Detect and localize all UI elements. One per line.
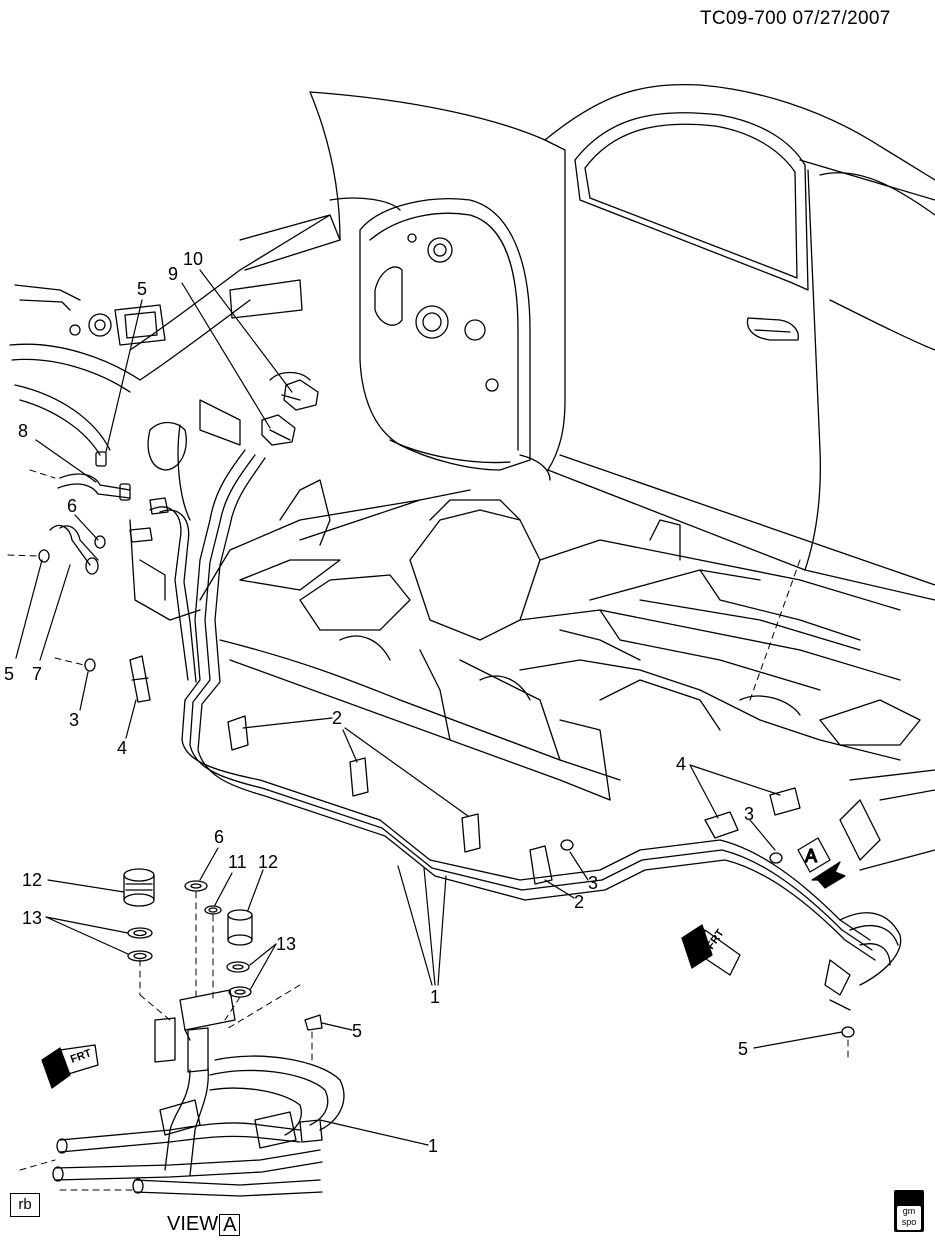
callout-label: 2 [574, 892, 584, 912]
callout-label: 5 [738, 1039, 748, 1059]
view-caption-letter: A [219, 1213, 241, 1236]
callout-label: 5 [352, 1021, 362, 1041]
callout-label: 11 [228, 852, 247, 872]
callout-label: 1 [430, 987, 440, 1007]
logo-line-spo: spo [901, 1217, 917, 1227]
view-a-marker-letter: A [805, 846, 817, 866]
callout-label: 5 [4, 664, 14, 684]
callout-label: 13 [22, 908, 42, 928]
callout-label: 4 [676, 754, 686, 774]
flex-hose-parts [38, 451, 169, 672]
leader-lines [15, 269, 843, 1146]
callout-label: 5 [137, 279, 147, 299]
view-caption-text: VIEW [167, 1213, 219, 1235]
callout-label: 6 [214, 827, 224, 847]
diagram-reference-header: TC09-700 07/27/2007 [700, 8, 891, 29]
front-marker-label-left: FRT [69, 1047, 93, 1066]
callout-label: 10 [183, 249, 203, 269]
junction-block-hose-assembly [52, 989, 345, 1197]
logo-line-gm: gm [902, 1206, 916, 1216]
callout-label: 8 [18, 421, 28, 441]
dashed-alignment-lines [7, 469, 849, 1191]
brake-line-fittings [261, 379, 319, 446]
callout-label: 1 [428, 1136, 438, 1156]
view-a-arrow [797, 837, 846, 889]
callout-label: 13 [276, 934, 296, 954]
wheel-house-panel [359, 198, 531, 471]
brake-line-assembly [149, 394, 902, 1011]
front-marker-label-right: FRT [705, 927, 727, 952]
callout-label: 3 [69, 710, 79, 730]
gm-spo-logo: gm spo [894, 1190, 924, 1232]
callout-label: 9 [168, 264, 178, 284]
callout-label: 2 [332, 708, 342, 728]
callout-label: 4 [117, 738, 127, 758]
line-clips [129, 655, 855, 1038]
front-arrow-icon-left [41, 1044, 99, 1089]
view-a-caption: VIEW A [167, 1213, 241, 1236]
rb-label-box: rb [10, 1193, 40, 1217]
front-arrow-icon-right [681, 924, 741, 976]
callout-labels: 10 9 5 8 6 5 7 3 4 2 4 3 3 2 1 6 11 12 1… [4, 249, 754, 1156]
left-body-structure [9, 197, 401, 621]
callout-label: 3 [588, 873, 598, 893]
underbody-floor [199, 479, 935, 871]
callout-label: 12 [258, 852, 278, 872]
gm-spo-logo-text: gm spo [897, 1206, 921, 1230]
truck-cab-outline [309, 83, 935, 601]
callout-label: 12 [22, 870, 42, 890]
callout-label: 7 [32, 664, 42, 684]
callout-label: 3 [744, 804, 754, 824]
callout-label: 6 [67, 496, 77, 516]
